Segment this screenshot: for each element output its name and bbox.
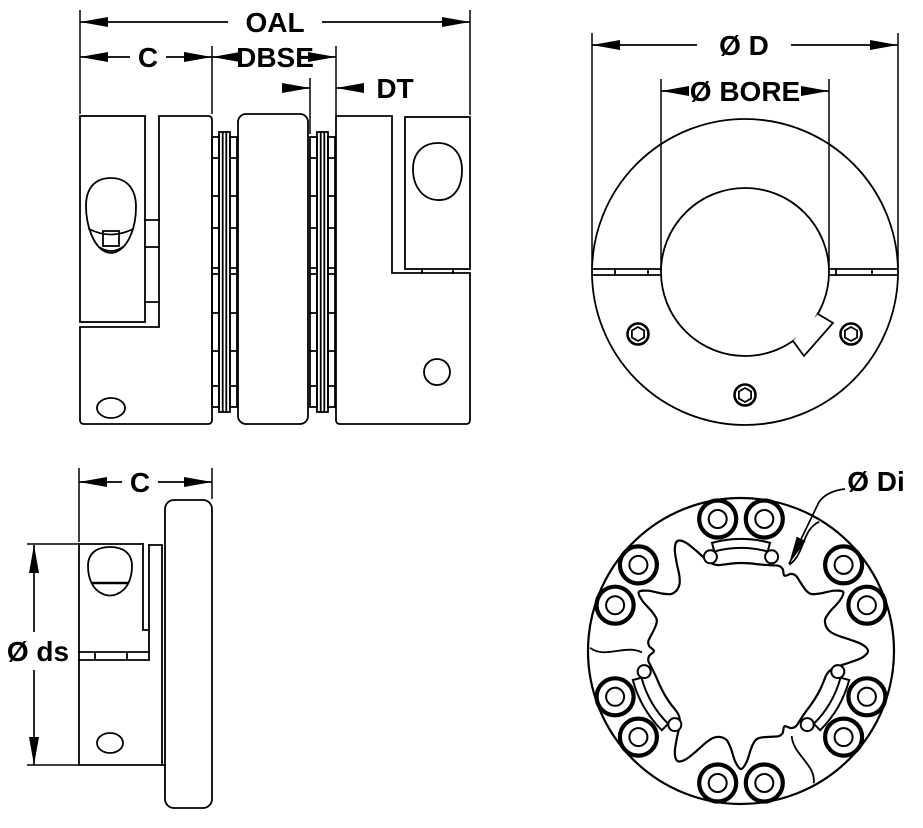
dim-label-dbse: DBSE	[236, 42, 314, 73]
right-hub	[335, 115, 471, 425]
disc-link-cut	[788, 520, 820, 566]
clamp-screw-head	[87, 546, 133, 597]
right-hub-clamp-jaw	[404, 116, 471, 270]
disc-pack-geometry	[586, 496, 896, 806]
bolt-hole	[754, 509, 775, 529]
front-view-disc-pack: Ø Di	[586, 466, 905, 806]
clamp-screw-head	[85, 177, 137, 254]
disc-slot-end	[799, 717, 815, 733]
clamp-screws	[626, 322, 863, 407]
dim-label-ds: Ø ds	[7, 636, 69, 667]
dim-label-oal: OAL	[245, 7, 304, 38]
disc-slot-end	[667, 717, 683, 733]
bolt-hole	[856, 595, 877, 616]
dim-label-di: Ø Di	[847, 466, 905, 497]
hex-socket	[631, 325, 645, 343]
hex-socket	[844, 325, 858, 343]
hub-keyway-hole	[96, 732, 124, 754]
bolt-hole	[605, 595, 626, 616]
left-hub-keyway-hole	[96, 397, 126, 419]
bolt-hole	[707, 509, 728, 529]
disc-slot-end	[636, 664, 652, 680]
bolt-hole	[605, 686, 626, 707]
dim-inner-diameter: Ø Di	[788, 466, 905, 565]
disc-link-cut	[790, 735, 815, 784]
extension-lines	[27, 468, 213, 766]
dim-c: C	[80, 42, 212, 73]
disc-slot	[710, 538, 772, 553]
screw-hex-socket	[102, 230, 120, 247]
hub-flange	[164, 499, 213, 809]
bolt-hole	[833, 554, 854, 575]
right-disc-pack	[309, 131, 336, 413]
disc-link-cut	[589, 647, 643, 654]
bolt-hole	[628, 727, 649, 748]
disc-slot-end	[764, 549, 780, 565]
extension-lines	[591, 33, 899, 271]
dim-oal: OAL	[80, 7, 470, 38]
dim-outer-diameter: Ø D	[592, 30, 898, 61]
side-view-single-hub: C Ø ds	[7, 467, 213, 809]
right-hub-body	[335, 115, 471, 425]
dim-dbse: DBSE	[212, 42, 336, 73]
dim-c: C	[79, 467, 212, 498]
bolt-hole	[628, 554, 649, 575]
center-spacer	[237, 113, 309, 425]
hub-bore-circle	[660, 187, 830, 357]
right-hub-keyway-hole	[423, 358, 451, 386]
hub-barrel	[78, 543, 166, 766]
hub-outer-circle	[591, 118, 899, 426]
dim-label-d: Ø D	[719, 30, 769, 61]
bore-keyway	[792, 313, 835, 358]
left-hub-clamp-jaw	[79, 115, 146, 323]
left-disc-pack	[211, 131, 238, 413]
side-view-assembly: OAL C DBSE DT	[79, 7, 471, 425]
bolt-hole	[754, 773, 775, 793]
dim-label-dt: DT	[376, 73, 413, 104]
disc-inner-contour	[637, 539, 870, 771]
dim-label-c: C	[130, 467, 150, 498]
extension-lines	[79, 10, 471, 134]
front-view-hub: Ø D Ø BORE	[591, 30, 899, 426]
dim-label-c: C	[138, 42, 158, 73]
disc-slot-end	[830, 664, 846, 680]
dim-dt: DT	[282, 73, 414, 104]
bolt-hole	[707, 773, 728, 793]
dim-shaft-diameter: Ø ds	[7, 545, 69, 765]
clamp-split-line	[592, 268, 898, 276]
dim-label-bore: Ø BORE	[690, 76, 800, 107]
disc-slot-end	[702, 549, 718, 565]
left-hub	[79, 115, 213, 425]
hex-socket	[738, 386, 752, 404]
bolt-hole	[856, 686, 877, 707]
dim-bore: Ø BORE	[661, 76, 829, 107]
left-hub-body	[79, 115, 213, 425]
clamp-screw-head	[412, 142, 463, 201]
disc-outer-rim	[586, 496, 896, 806]
bolt-hole	[833, 727, 854, 748]
